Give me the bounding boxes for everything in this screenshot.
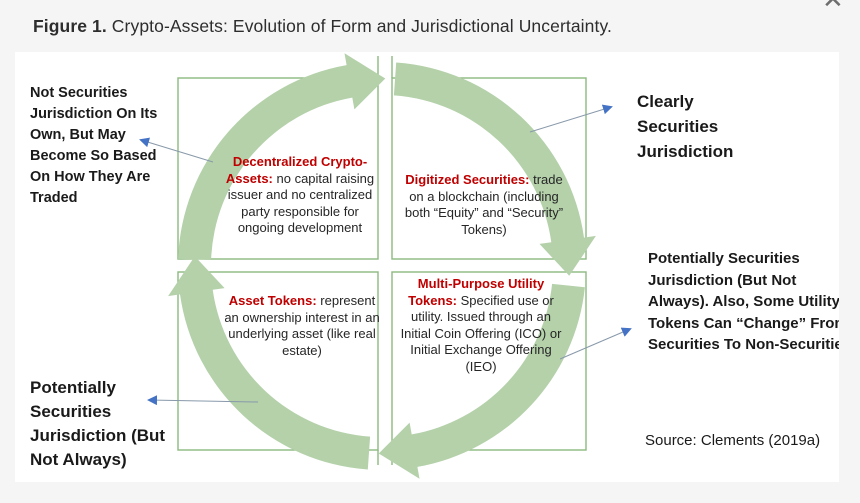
cycle-arrow-right-to-bottom bbox=[378, 283, 585, 479]
quadrant-term: Decentralized Crypto-Assets: bbox=[225, 154, 368, 186]
cycle-arrow-bottom-to-left bbox=[168, 256, 371, 470]
quadrant-description: Specified use or utility. Issued through… bbox=[400, 292, 562, 374]
quadrant-term: Asset Tokens: bbox=[228, 293, 317, 308]
quadrant-text-digitized-securities: Digitized Securities: trade on a blockch… bbox=[404, 172, 564, 238]
quadrant-text-decentralized-crypto-assets: Decentralized Crypto-Assets: no capital … bbox=[220, 154, 380, 237]
quadrant-description: no capital raising issuer and no central… bbox=[227, 170, 375, 236]
cycle-diagram bbox=[139, 53, 632, 479]
cycle-arrow-left-to-top bbox=[178, 53, 386, 260]
connector-to-potentially-securities-left-label bbox=[147, 395, 259, 406]
connector-to-not-securities-label bbox=[139, 137, 214, 163]
label-clearly-securities-jurisdiction: Clearly Securities Jurisdiction bbox=[637, 92, 734, 161]
label-not-securities-jurisdiction: Not Securities Jurisdiction On Its Own, … bbox=[30, 85, 158, 206]
quadrant-term: Digitized Securities: bbox=[405, 172, 530, 187]
label-potentially-securities-jurisdiction: Potentially Securities Jurisdiction (But… bbox=[30, 378, 166, 469]
figure-caption-text: Crypto-Assets: Evolution of Form and Jur… bbox=[106, 16, 612, 36]
quadrant-description: trade on a blockchain (including both “E… bbox=[404, 172, 564, 237]
cycle-arrows bbox=[168, 53, 596, 479]
figure-panel: Decentralized Crypto-Assets: no capital … bbox=[15, 52, 839, 482]
quadrant-term: Multi-Purpose Utility Tokens: bbox=[408, 276, 545, 308]
figure-caption: Figure 1. Crypto-Assets: Evolution of Fo… bbox=[33, 16, 612, 37]
close-icon[interactable]: ✕ bbox=[822, 0, 844, 12]
callout-connectors bbox=[139, 104, 632, 406]
quadrant-text-multi-purpose-utility-tokens: Multi-Purpose Utility Tokens: Specified … bbox=[398, 276, 564, 375]
quadrant-description: represent an ownership interest in an un… bbox=[224, 293, 380, 358]
connector-to-potentially-securities-right-label bbox=[559, 327, 632, 360]
connector-to-clearly-securities-label bbox=[529, 104, 613, 133]
label-potentially-securities-utility-tokens: Potentially Securities Jurisdiction (But… bbox=[648, 250, 839, 353]
figure-number: Figure 1. bbox=[33, 16, 107, 36]
quadrant-text-asset-tokens: Asset Tokens: represent an ownership int… bbox=[221, 293, 383, 359]
cycle-arrow-top-to-right bbox=[393, 62, 596, 276]
source-citation: Source: Clements (2019a) bbox=[645, 432, 821, 449]
